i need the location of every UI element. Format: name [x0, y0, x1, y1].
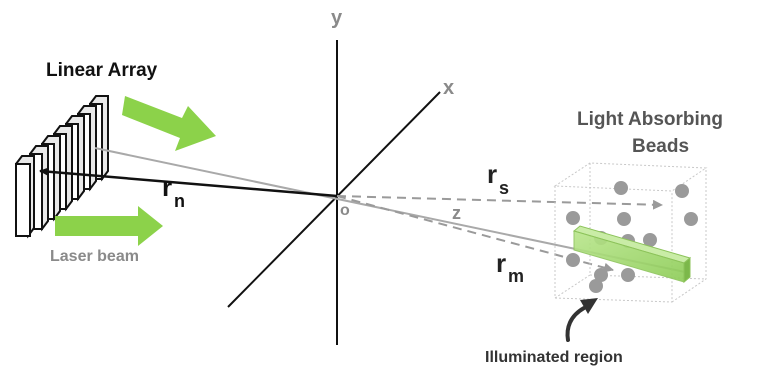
light-absorbing-label: Light Absorbing: [577, 109, 723, 130]
svg-text:s: s: [499, 178, 509, 198]
linear-array: [14, 95, 109, 239]
svg-text:r: r: [496, 248, 506, 278]
rs-label: r s: [487, 159, 509, 198]
bead: [594, 268, 608, 282]
bead: [621, 268, 635, 282]
illuminated-region-label: Illuminated region: [485, 349, 623, 366]
svg-text:n: n: [174, 191, 185, 211]
beads-label: Beads: [632, 136, 689, 157]
svg-text:r: r: [487, 159, 497, 189]
array-element: [15, 163, 31, 237]
rn-label: r n: [162, 172, 185, 211]
illuminated-pointer-head: [580, 298, 598, 314]
bead: [617, 212, 631, 226]
bead: [675, 184, 689, 198]
axes: [227, 40, 441, 345]
bead: [566, 253, 580, 267]
bead: [614, 181, 628, 195]
scan-direction-arrow: [122, 96, 216, 151]
rs-vector: [336, 195, 663, 210]
illuminated-pointer-arrow: [565, 306, 586, 342]
y-axis-label: y: [331, 7, 343, 29]
bead: [589, 279, 603, 293]
origin-label: o: [340, 202, 350, 219]
svg-text:r: r: [162, 172, 172, 202]
bead: [684, 212, 698, 226]
linear-array-label: Linear Array: [46, 60, 158, 81]
bead: [566, 211, 580, 225]
x-axis: [227, 91, 441, 308]
x-axis-label: x: [443, 77, 454, 99]
z-axis-label: z: [452, 203, 461, 223]
bead: [643, 233, 657, 247]
laser-beam-label: Laser beam: [50, 248, 139, 265]
laser-beam-arrow: [55, 206, 163, 246]
illuminated-rod: [572, 225, 692, 284]
rn-vector: [39, 167, 338, 198]
svg-text:m: m: [508, 266, 524, 286]
rm-label: r m: [496, 248, 524, 286]
rm-vector: [336, 195, 614, 273]
